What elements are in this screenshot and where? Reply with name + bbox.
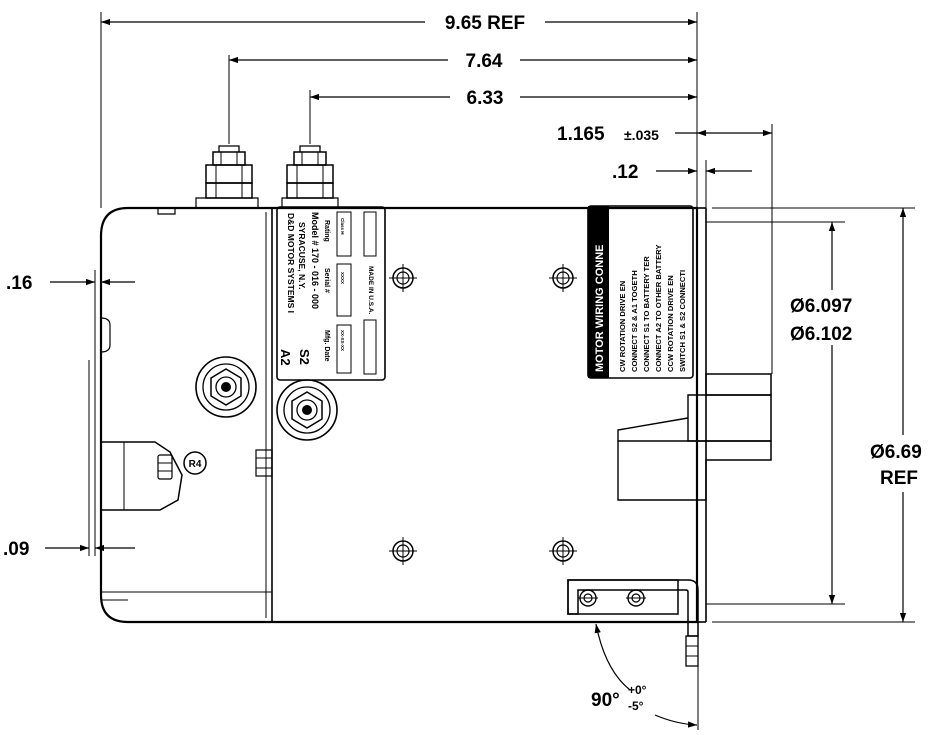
dim-pilot-offset: .12	[612, 162, 638, 183]
mounting-screw-4	[549, 537, 577, 565]
mounting-screw-3	[389, 537, 417, 565]
nameplate-mfg-date-label: Mfg. Date	[323, 330, 330, 362]
nameplate-serial-label: Serial #	[323, 268, 330, 293]
nameplate-made-in: MADE IN U.S.A.	[367, 266, 374, 315]
nameplate-terminal-s2: S2	[297, 349, 312, 365]
wiring-line-2: CONNECT S2 & A1 TOGETH	[630, 270, 639, 372]
nameplate-company: D&D MOTOR SYSTEMS I	[286, 213, 296, 313]
radius-label: R4	[189, 459, 202, 470]
dim-pilot-dia-min: Ø6.097	[790, 296, 852, 317]
nameplate-rating-label: Rating	[323, 220, 330, 242]
dim-stud-a: 7.64	[466, 51, 503, 72]
drive-end-pilot	[617, 207, 772, 623]
mounting-screw-1	[389, 264, 417, 292]
wiring-line-4: CONNECT A2 TO OTHER BATTERY	[654, 245, 663, 372]
terminal-stud-b	[281, 145, 339, 209]
side-terminal-nut-lower	[276, 379, 338, 441]
dim-outer-dia-ref: REF	[880, 468, 918, 489]
dim-pilot-dia-max: Ø6.102	[790, 324, 852, 345]
wiring-line-1: CW ROTATION DRIVE EN	[618, 281, 627, 372]
nameplate: D&D MOTOR SYSTEMS I SYRACUSE, N.Y. Model…	[276, 206, 386, 381]
nameplate-city: SYRACUSE, N.Y.	[297, 222, 307, 290]
dim-angle-tol-plus: +0°	[628, 683, 647, 697]
wiring-line-6: SWITCH S1 & S2 CONNECTI	[678, 270, 687, 372]
terminal-stud-a	[205, 145, 253, 199]
mounting-screw-2	[549, 264, 577, 292]
dim-stud-b: 6.33	[467, 88, 504, 109]
wiring-label: MOTOR WIRING CONNE CW ROTATION DRIVE EN …	[587, 205, 694, 379]
nameplate-model: Model # 170 - 016 - 000	[310, 212, 320, 309]
wiring-line-3: CONNECT S1 TO BATTERY TER	[642, 256, 651, 372]
wiring-line-5: CCW ROTATION DRIVE EN	[666, 275, 675, 372]
dimension-lines	[45, 12, 915, 730]
wiring-label-title: MOTOR WIRING CONNE	[594, 244, 606, 372]
dim-overall-length: 9.65 REF	[445, 13, 525, 34]
nameplate-serial-value: XXXX	[340, 272, 345, 284]
motor-body	[88, 197, 699, 624]
dim-left-step: .16	[6, 273, 32, 294]
dim-outer-dia: Ø6.69	[870, 442, 922, 463]
dim-angle-tol-minus: -5°	[628, 699, 644, 713]
bottom-bracket	[567, 579, 699, 667]
dim-angle: 90°	[591, 690, 620, 711]
nameplate-mfg-date-value: XX-XX-XX	[340, 330, 345, 351]
side-terminal-nut-upper	[195, 356, 257, 418]
dim-left-step-small: .09	[3, 539, 29, 560]
dim-pilot-length-tol: ±.035	[624, 127, 659, 143]
nameplate-terminal-a2: A2	[278, 349, 293, 366]
dim-pilot-length: 1.165	[557, 124, 605, 145]
nameplate-rating-value: Class H	[340, 218, 345, 235]
